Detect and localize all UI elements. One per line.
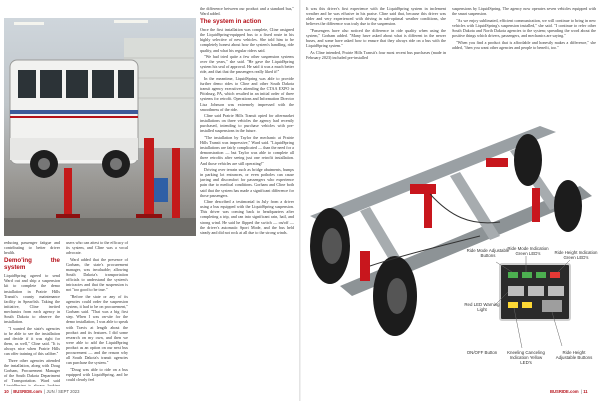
page-gutter bbox=[299, 0, 301, 401]
callout-onoff-button: ON/OFF Button bbox=[466, 350, 498, 355]
paragraph: reducing passenger fatigue and contribut… bbox=[4, 240, 60, 256]
page-number: 11 bbox=[583, 389, 588, 394]
callout-ride-height-leds: Ride Height Indication Green LED's bbox=[554, 250, 598, 260]
paragraph: Cline described a testimonial in July fr… bbox=[200, 199, 294, 235]
callout-kneeling-leds: Kneeling Canceling Indication Yellow LED… bbox=[507, 350, 545, 365]
paragraph: "Doug was able to ride on a bus equipped… bbox=[66, 366, 128, 382]
paragraph: the difference between our product and a… bbox=[200, 6, 294, 17]
right-folio: BUSRIDE.com | 11 bbox=[550, 389, 588, 394]
left-folio: 10 | BUSRIDE.com | JUN / SEPT 2023 bbox=[4, 389, 80, 394]
paragraph: Driving over terrain such as bridge abut… bbox=[200, 167, 294, 198]
paragraph: "Before the state or any of its agencies… bbox=[66, 293, 128, 366]
paragraph: Cline said Prairie Hills Transit opted f… bbox=[200, 113, 294, 134]
right-column-1: It was this driver's first experience wi… bbox=[306, 6, 446, 92]
paragraph: users who can attest to the efficacy of … bbox=[66, 240, 128, 256]
paragraph: "When you find a product that is afforda… bbox=[452, 39, 596, 50]
left-column-2: users who can attest to the efficacy of … bbox=[66, 240, 128, 386]
paragraph: "Passengers have also noticed the differ… bbox=[306, 27, 446, 49]
paragraph: "We had tried quite a few other suspensi… bbox=[200, 54, 294, 75]
section-heading-demo: Demo'ing the system bbox=[4, 257, 60, 272]
paragraph: "I wanted the state's agencies to be abl… bbox=[4, 325, 60, 357]
paragraph: In the meantime, LiquidSpring was able t… bbox=[200, 76, 294, 112]
paragraph: Ward added that the presence of Gorham, … bbox=[66, 256, 128, 293]
paragraph: Three other agencies attended the instal… bbox=[4, 357, 60, 386]
folio-brand: BUSRIDE.com bbox=[550, 389, 579, 394]
paragraph: It was this driver's first experience wi… bbox=[306, 6, 446, 27]
paragraph: "As we enjoy sublimated, efficient commu… bbox=[452, 17, 596, 38]
callout-warning-light: Red LED Warning Light bbox=[464, 302, 500, 312]
callout-ride-height-buttons: Ride Height Adjustable Buttons bbox=[555, 350, 593, 360]
right-column-2: suspensions by LiquidSpring. The agency … bbox=[452, 6, 596, 92]
paragraph: LiquidSpring agreed to send Ward out and… bbox=[4, 273, 60, 325]
section-heading-system: The system in action bbox=[200, 18, 262, 26]
folio-brand: BUSRIDE.com bbox=[13, 389, 42, 394]
left-column-3: the difference between our product and a… bbox=[200, 6, 294, 386]
callout-ride-mode-leds: Ride Mode Indication Green LED's bbox=[507, 246, 549, 256]
paragraph: As Cline intended, Prairie Hills Transit… bbox=[306, 49, 446, 60]
callout-ride-mode-buttons: Ride Mode Adjustable Buttons bbox=[466, 248, 510, 258]
left-column-1: reducing passenger fatigue and contribut… bbox=[4, 240, 60, 386]
folio-issue: JUN / SEPT 2023 bbox=[46, 389, 80, 394]
chassis-diagram-photo: Ride Mode Adjustable Buttons Ride Mode I… bbox=[300, 96, 600, 386]
paragraph: "The installation by Taylor the mechanic… bbox=[200, 135, 294, 166]
paragraph: suspensions by LiquidSpring. The agency … bbox=[452, 6, 596, 17]
paragraph: Once the first installation was complete… bbox=[200, 27, 294, 53]
page-number: 10 bbox=[4, 389, 9, 394]
bus-garage-photo bbox=[4, 18, 196, 236]
